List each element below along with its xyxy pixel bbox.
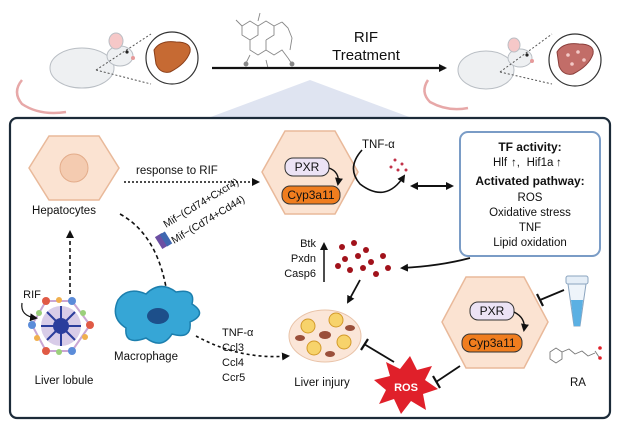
tf-activity-box <box>459 131 601 257</box>
pxr-label: PXR <box>295 160 320 174</box>
injured-liver-inset <box>499 33 602 87</box>
right-pxr-label: PXR <box>480 304 505 318</box>
cytokine-label-1: TNF-α <box>222 327 254 339</box>
pathway-item-4: Lipid oxidation <box>493 237 567 249</box>
tf-separator: ↑, <box>511 157 520 169</box>
cyp-inhibit-ros-bar <box>432 375 441 389</box>
rif-input-label: RIF <box>23 289 41 301</box>
ra-inhibit-bar <box>536 293 544 307</box>
tnf-loop-arrow <box>352 149 406 194</box>
right-cyp3a11-label: Cyp3a11 <box>468 336 515 350</box>
activated-pathway-title: Activated pathway: <box>475 174 584 188</box>
ra-inhibit-line <box>539 289 565 301</box>
cyp3a11-badge <box>281 185 341 205</box>
treatment-label-line1: RIF <box>354 29 378 46</box>
cyp-inhibit-ros-line <box>435 365 461 383</box>
healthy-liver-inset <box>95 31 199 85</box>
pathway-item-1: ROS <box>518 192 543 204</box>
response-to-rif-label: response to RIF <box>136 165 218 177</box>
right-pxr-badge <box>469 301 515 321</box>
mouse-after <box>423 37 534 111</box>
ra-molecule-icon <box>549 346 602 364</box>
gene-label-1: Btk <box>300 238 316 250</box>
mouse-before <box>15 32 135 115</box>
liver-lobule-label: Liver lobule <box>35 375 94 387</box>
liver-injury-cells <box>288 309 362 363</box>
macrophage-to-injury-arrow <box>195 335 290 361</box>
right-cyp3a11-badge <box>461 333 523 353</box>
ros-inhibit-line <box>363 343 395 363</box>
cyp3a11-label: Cyp3a11 <box>287 188 334 202</box>
gene-label-2: Pxdn <box>291 253 316 265</box>
ros-label: ROS <box>394 382 418 394</box>
cytokine-label-4: Ccr5 <box>222 372 245 384</box>
ra-tube-icon <box>565 275 589 327</box>
ros-inhibit-bar <box>360 338 369 351</box>
ros-burst-icon <box>374 356 438 414</box>
cytokine-label-2: Ccl3 <box>222 342 244 354</box>
macrophage-cell <box>114 285 201 344</box>
ra-label: RA <box>570 377 586 389</box>
liver-injury-label: Liver injury <box>294 377 350 389</box>
rif-input-arrow <box>21 302 38 322</box>
tnf-alpha-label: TNF-α <box>362 139 395 151</box>
hepatocyte-to-macrophage-arrow <box>119 213 172 302</box>
receptor-icon <box>154 231 173 250</box>
macrophage-label: Macrophage <box>114 351 178 363</box>
tnf-dots <box>389 158 408 172</box>
tf-hif1a-label: Hif1a <box>527 157 554 169</box>
zoom-wedge <box>208 80 412 118</box>
tf-up-icon: ↑ <box>556 157 562 169</box>
rif-molecule-icon <box>235 12 295 69</box>
treatment-label-line2: Treatment <box>332 47 401 64</box>
gene-dots <box>335 240 391 277</box>
pathway-item-2: Oxidative stress <box>489 207 571 219</box>
pathway-item-3: TNF <box>519 222 541 234</box>
hepatocyte-cell <box>28 135 120 201</box>
liver-lobule-icon <box>28 297 94 355</box>
gene-label-3: Casp6 <box>284 268 316 280</box>
tf-to-genes-arrow <box>400 257 471 272</box>
pxr-to-cyp-arrow <box>328 167 343 186</box>
right-pxr-to-cyp-arrow <box>513 311 529 332</box>
tf-hlf-label: Hlf <box>493 157 508 169</box>
genes-to-injury-arrow <box>347 279 361 304</box>
cytokine-label-3: Ccl4 <box>222 357 244 369</box>
pxr-badge <box>284 157 330 177</box>
hepatocytes-label: Hepatocytes <box>32 205 96 217</box>
tf-activity-title: TF activity: <box>498 140 561 154</box>
